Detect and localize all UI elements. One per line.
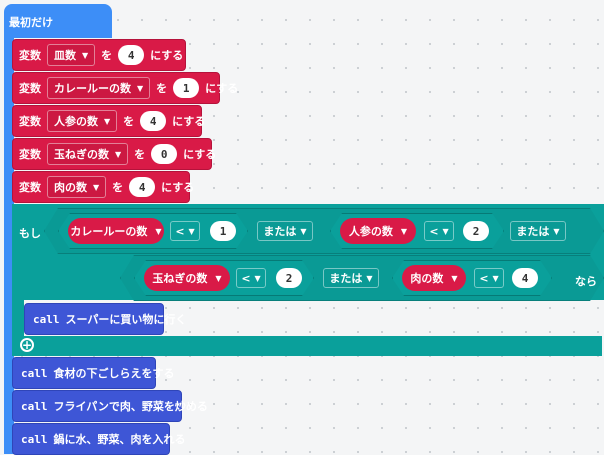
call-keyword: call	[21, 432, 48, 446]
chevron-down-icon: ▼	[188, 226, 195, 236]
or-dropdown[interactable]: または▼	[510, 221, 566, 241]
variable-dropdown[interactable]: 皿数▼	[47, 44, 96, 66]
set-keyword: 変数	[19, 148, 41, 161]
operator-dropdown[interactable]: <▼	[474, 268, 504, 288]
to-keyword: を	[101, 49, 113, 62]
do-keyword: にする	[205, 82, 239, 95]
set-variable-block[interactable]: 変数 人参の数▼ を 4 にする	[12, 105, 206, 137]
set-keyword: 変数	[19, 49, 41, 62]
chevron-down-icon: ▼	[82, 50, 89, 60]
variable-dropdown[interactable]: 人参の数▼	[47, 110, 118, 132]
call-keyword: call	[21, 366, 48, 380]
call-function-block[interactable]: call スーパーに買い物に行く	[24, 303, 186, 335]
if-label: もし	[19, 227, 41, 240]
variable-reporter[interactable]: 玉ねぎの数 ▼	[144, 265, 230, 291]
variable-reporter[interactable]: カレールーの数 ▼	[68, 218, 164, 244]
value-input[interactable]: 1	[210, 221, 236, 241]
chevron-down-icon: ▼	[104, 116, 111, 126]
chevron-down-icon: ▼	[155, 226, 162, 236]
set-keyword: 変数	[19, 115, 41, 128]
set-variable-block[interactable]: 変数 肉の数▼ を 4 にする	[12, 171, 194, 203]
chevron-down-icon: ▼	[300, 226, 307, 236]
do-keyword: にする	[183, 148, 217, 161]
to-keyword: を	[112, 181, 124, 194]
value-input[interactable]: 4	[118, 45, 145, 65]
to-keyword: を	[134, 148, 146, 161]
chevron-down-icon: ▼	[451, 273, 458, 283]
chevron-down-icon: ▼	[553, 226, 560, 236]
chevron-down-icon: ▼	[492, 273, 499, 283]
variable-reporter[interactable]: 人参の数 ▼	[340, 218, 416, 244]
or-dropdown[interactable]: または▼	[257, 221, 313, 241]
variable-dropdown[interactable]: カレールーの数▼	[47, 77, 151, 99]
value-input[interactable]: 2	[463, 221, 489, 241]
set-keyword: 変数	[19, 181, 41, 194]
set-variable-block[interactable]: 変数 玉ねぎの数▼ を 0 にする	[12, 138, 216, 170]
call-keyword: call	[33, 312, 60, 326]
to-keyword: を	[156, 82, 168, 95]
value-input[interactable]: 4	[140, 111, 167, 131]
do-keyword: にする	[172, 115, 206, 128]
chevron-down-icon: ▼	[115, 149, 122, 159]
function-name: 鍋に水、野菜、肉を入れる	[53, 433, 186, 446]
operator-dropdown[interactable]: <▼	[236, 268, 266, 288]
chevron-down-icon: ▼	[366, 273, 373, 283]
chevron-down-icon: ▼	[254, 273, 261, 283]
to-keyword: を	[123, 115, 135, 128]
chevron-down-icon: ▼	[215, 273, 222, 283]
chevron-down-icon: ▼	[400, 226, 408, 236]
call-function-block[interactable]: call 食材の下ごしらえをする	[12, 357, 175, 389]
set-keyword: 変数	[19, 82, 41, 95]
do-keyword: にする	[150, 49, 184, 62]
call-function-block[interactable]: call フライパンで肉、野菜を炒める	[12, 390, 208, 422]
value-input[interactable]: 4	[129, 177, 156, 197]
operator-dropdown[interactable]: <▼	[170, 221, 200, 241]
value-input[interactable]: 4	[512, 268, 538, 288]
on-start-block[interactable]	[4, 4, 112, 38]
if-block-footer	[12, 336, 602, 356]
call-keyword: call	[21, 399, 48, 413]
chevron-down-icon: ▼	[93, 182, 100, 192]
on-start-label: 最初だけ	[9, 16, 53, 29]
chevron-down-icon: ▼	[442, 226, 449, 236]
do-keyword: にする	[161, 181, 195, 194]
or-dropdown[interactable]: または▼	[323, 268, 379, 288]
on-start-spine	[4, 34, 14, 454]
variable-dropdown[interactable]: 玉ねぎの数▼	[47, 143, 129, 165]
then-label: なら	[575, 275, 597, 288]
set-variable-block[interactable]: 変数 カレールーの数▼ を 1 にする	[12, 72, 238, 104]
chevron-down-icon: ▼	[137, 83, 144, 93]
value-input[interactable]: 0	[151, 144, 178, 164]
function-name: スーパーに買い物に行く	[65, 313, 187, 326]
operator-dropdown[interactable]: <▼	[424, 221, 454, 241]
function-name: 食材の下ごしらえをする	[53, 367, 175, 380]
value-input[interactable]: 2	[276, 268, 302, 288]
value-input[interactable]: 1	[173, 78, 200, 98]
add-else-plus-icon[interactable]: +	[20, 338, 34, 352]
call-function-block[interactable]: call 鍋に水、野菜、肉を入れる	[12, 423, 186, 455]
if-block-arm	[12, 300, 24, 336]
variable-reporter[interactable]: 肉の数 ▼	[402, 265, 466, 291]
variable-dropdown[interactable]: 肉の数▼	[47, 176, 107, 198]
set-variable-block[interactable]: 変数 皿数▼ を 4 にする	[12, 39, 186, 71]
function-name: フライパンで肉、野菜を炒める	[53, 400, 208, 413]
